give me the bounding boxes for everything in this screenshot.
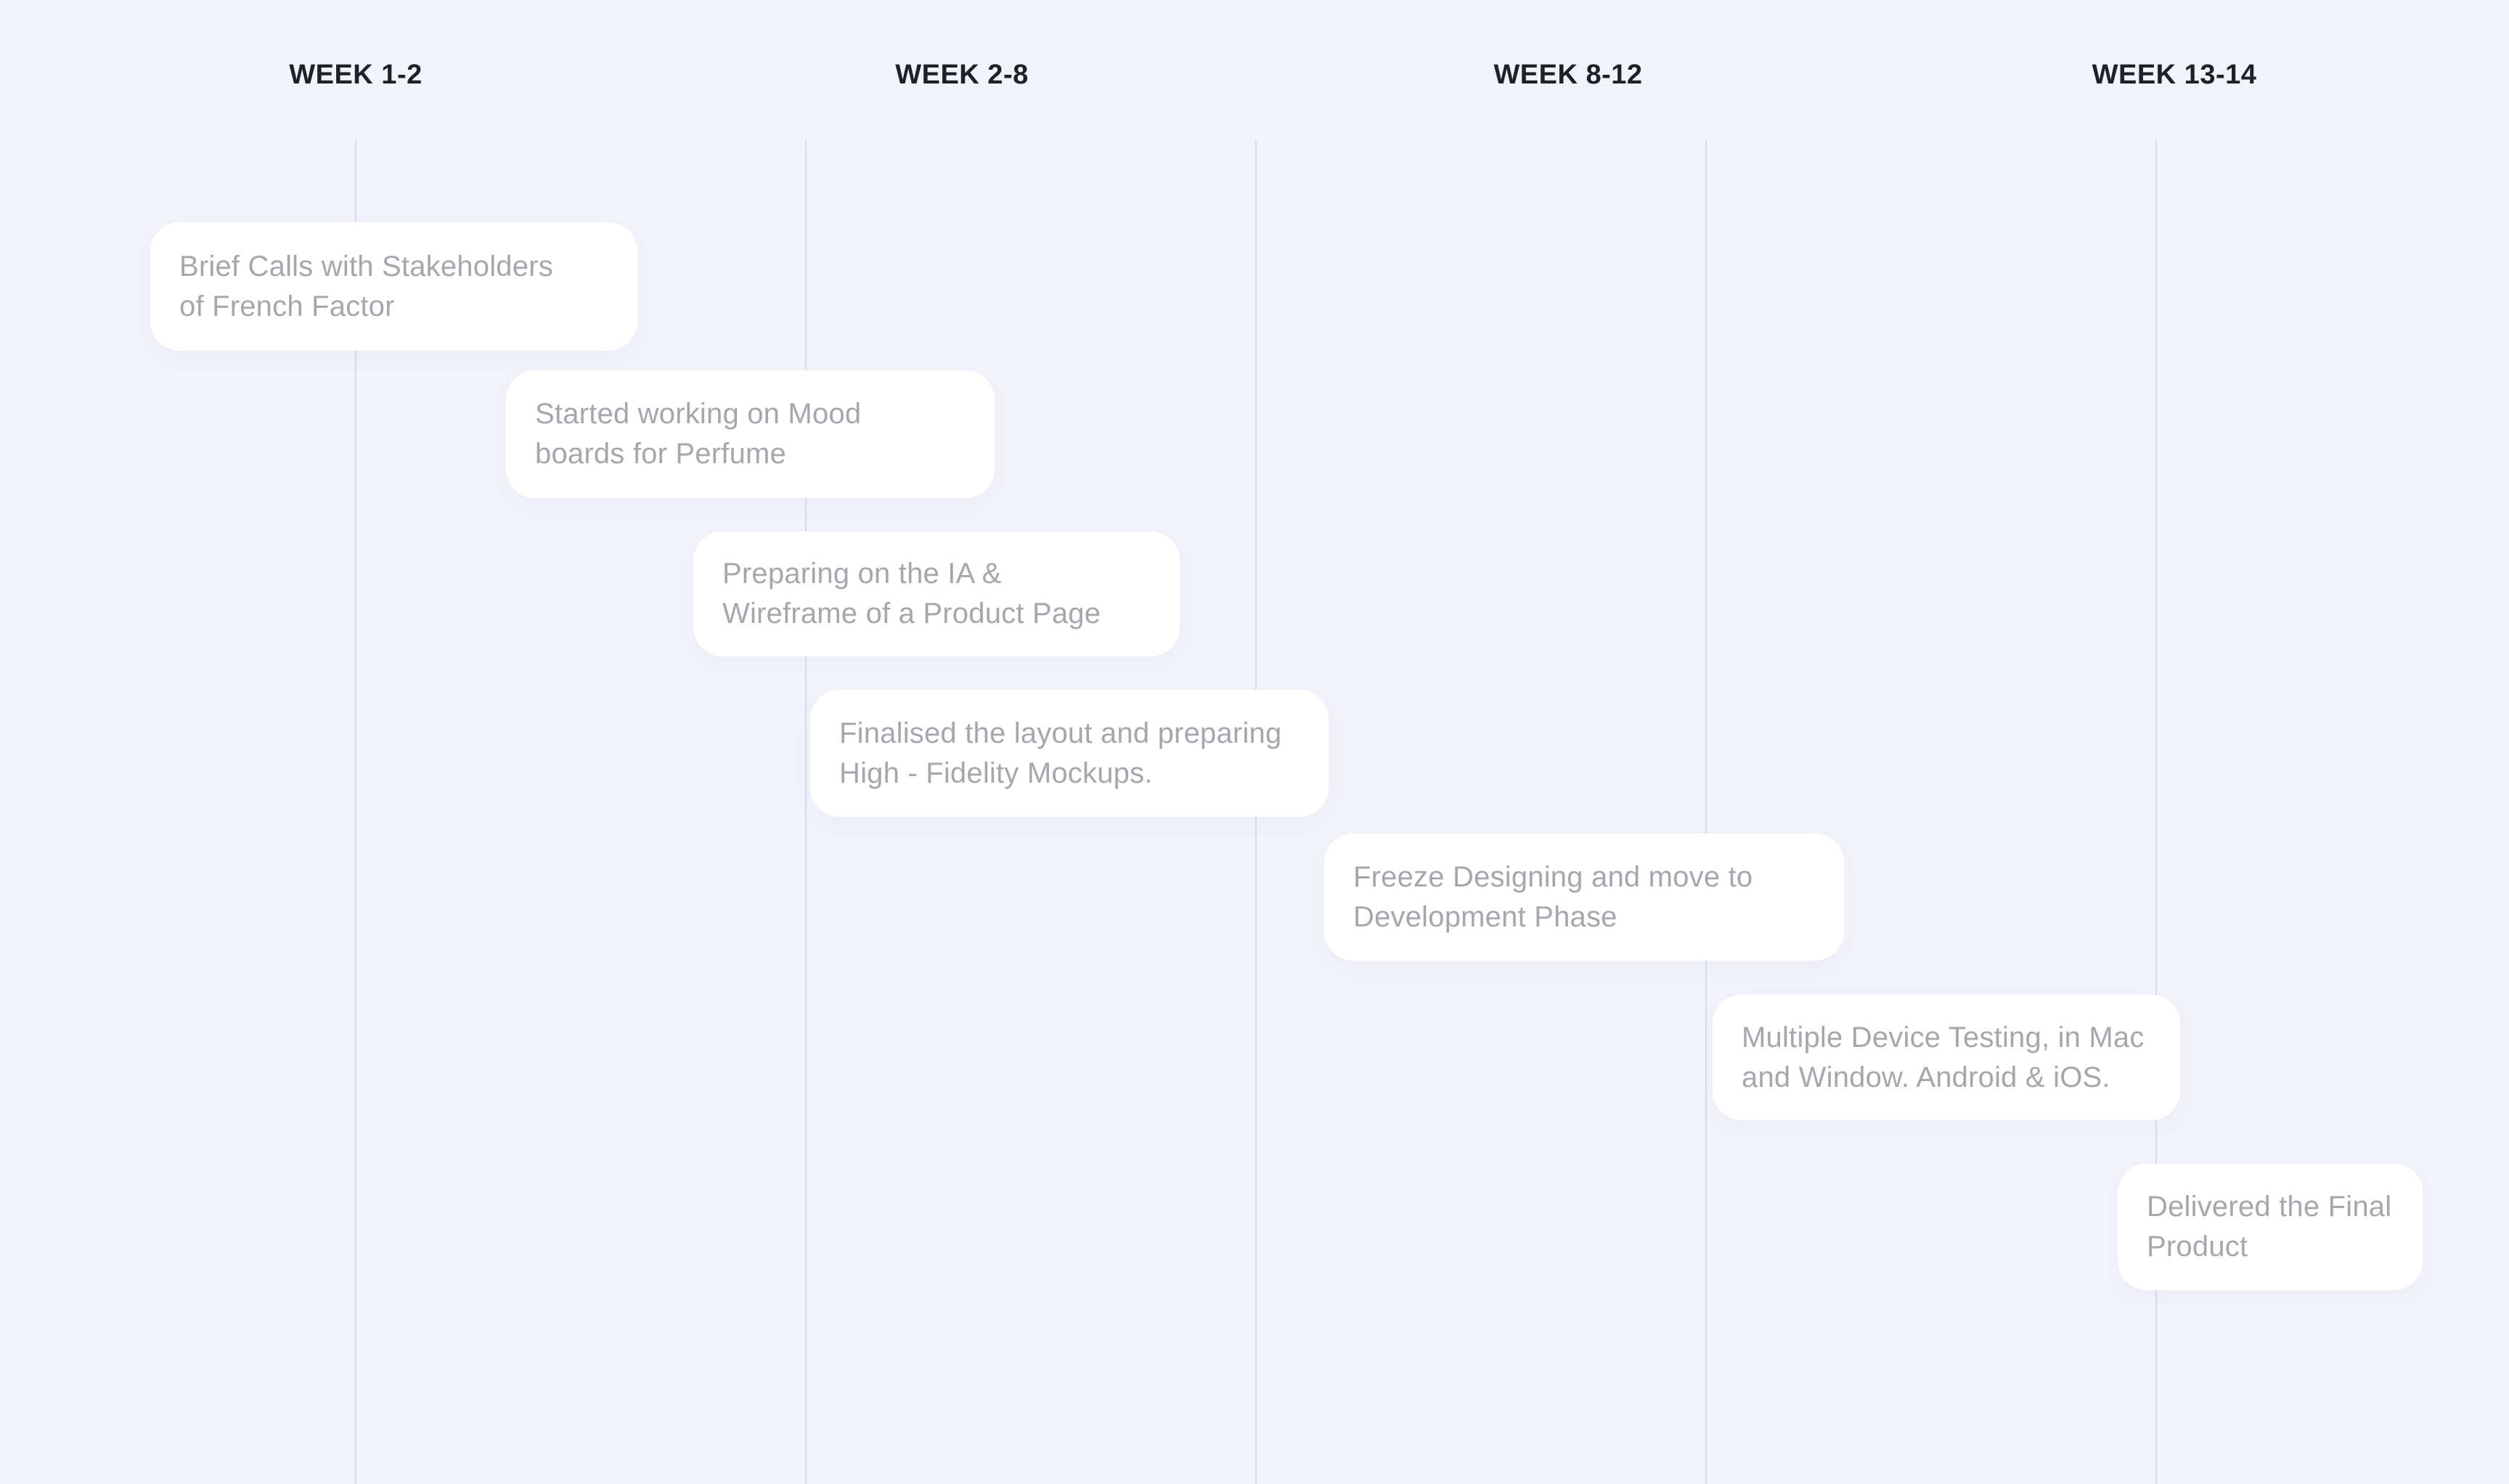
milestone-card-ia-wireframe: Preparing on the IA & Wireframe of a Pro… [693,531,1180,656]
milestone-text: Delivered the Final Product [2147,1191,2392,1263]
milestone-card-mood-boards: Started working on Mood boards for Perfu… [506,370,995,498]
milestone-text: Finalised the layout and preparing High … [839,717,1282,789]
gridline-5 [2155,140,2157,1484]
milestone-text: Started working on Mood boards for Perfu… [535,398,862,470]
gridline-1 [355,140,356,1484]
milestone-text: Preparing on the IA & Wireframe of a Pro… [722,558,1101,629]
gridline-2 [805,140,807,1484]
milestone-card-finalised-layout: Finalised the layout and preparing High … [810,690,1329,817]
milestone-card-delivered: Delivered the Final Product [2118,1164,2423,1290]
column-header-week-8-12: WEEK 8-12 [1493,60,1643,90]
column-header-week-13-14: WEEK 13-14 [2092,60,2257,90]
column-header-week-2-8: WEEK 2-8 [895,60,1029,90]
milestone-card-freeze-design: Freeze Designing and move to Development… [1324,833,1844,961]
gridline-4 [1705,140,1707,1484]
milestone-text: Freeze Designing and move to Development… [1353,860,1753,933]
milestone-text: Brief Calls with Stakeholders of French … [179,250,553,322]
milestone-text: Multiple Device Testing, in Mac and Wind… [1742,1021,2145,1093]
column-header-week-1-2: WEEK 1-2 [289,60,423,90]
milestone-card-brief-calls: Brief Calls with Stakeholders of French … [150,222,637,351]
milestone-card-device-testing: Multiple Device Testing, in Mac and Wind… [1713,995,2180,1120]
